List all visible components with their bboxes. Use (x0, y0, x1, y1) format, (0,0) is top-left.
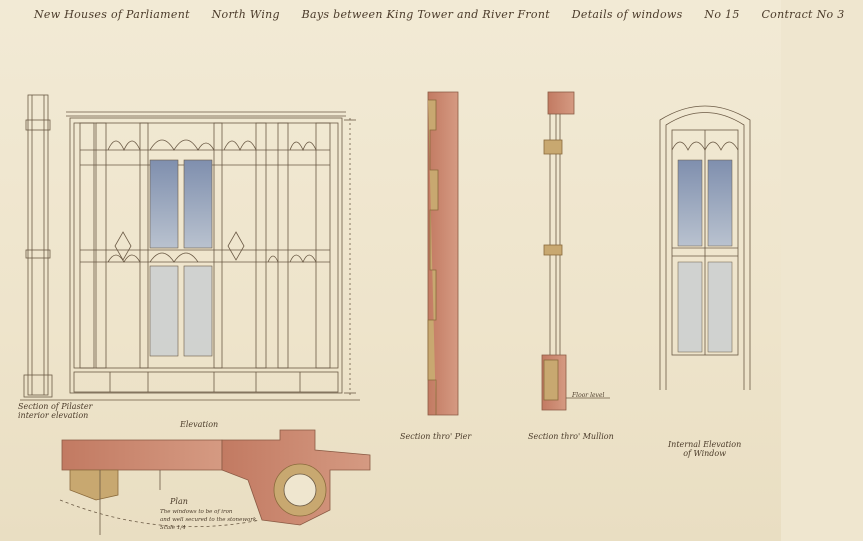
plan-note-line: and well secured to the stonework (160, 517, 257, 523)
section-mullion (541, 91, 610, 411)
sheet-title: New Houses of Parliament North Wing Bays… (34, 8, 863, 21)
side-note: Section of Pilaster interior elevation (18, 402, 92, 420)
main-elevation (20, 94, 360, 401)
title-segment: Details of windows (571, 8, 683, 21)
title-segment: North Wing (211, 8, 280, 21)
title-segment: Bays between King Tower and River Front (301, 8, 550, 21)
caption-section-mullion: Section thro' Mullion (528, 432, 614, 441)
side-note-line: interior elevation (18, 411, 89, 420)
caption-section-pier: Section thro' Pier (400, 432, 472, 441)
drawing-sheet: New Houses of Parliament North Wing Bays… (0, 0, 844, 541)
internal-elevation (659, 105, 751, 390)
caption-line: of Window (683, 449, 727, 458)
caption-elevation: Elevation (180, 420, 219, 429)
section-pier (427, 91, 459, 416)
caption-line: Internal Elevation (668, 440, 742, 449)
caption-internal-elevation: Internal Elevation of Window (668, 440, 741, 458)
drawing-linework (20, 91, 751, 535)
plan-note-line: The windows to be of iron (160, 509, 233, 515)
side-note-line: Section of Pilaster (18, 402, 93, 411)
caption-plan: Plan (170, 497, 188, 506)
plan-note-line: Scale 1/4 (160, 525, 186, 531)
glazing (149, 159, 213, 357)
plan-note: The windows to be of iron and well secur… (160, 508, 256, 532)
title-segment: Contract No 3 (761, 8, 845, 21)
floor-note: Floor level (572, 392, 605, 399)
title-segment: No 15 (704, 8, 740, 21)
title-segment: New Houses of Parliament (34, 8, 190, 21)
plan-section (59, 429, 371, 535)
